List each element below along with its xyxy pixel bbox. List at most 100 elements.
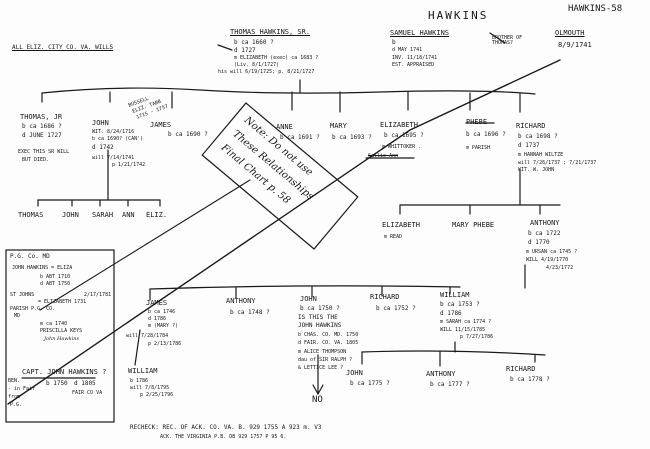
john2-question2: JOHN HAWKINS	[298, 322, 342, 329]
john2-spouse-parent2: & LETTICE LEE ?	[298, 365, 344, 371]
john2-birth: b ca 1750 ?	[300, 305, 340, 312]
no-arrow-head	[312, 384, 324, 396]
anne-birth: b ca 1691 ?	[280, 134, 320, 141]
founder-will: his will 6/19/1725; p. 8/21/1727	[218, 69, 315, 75]
william3-probate: p 2/25/1796	[140, 392, 174, 398]
founder-living: (Liv. 8/1/1727)	[234, 62, 280, 68]
page-reference: HAWKINS-58	[568, 4, 623, 14]
sidebox-line3: d ABT 1750	[40, 281, 71, 287]
john-child-4: ANN	[122, 211, 135, 219]
founder-birth: b ca 1660 ?	[234, 39, 274, 46]
john-child-5: ELIZ.	[146, 211, 168, 219]
diagonal-note-border	[201, 102, 359, 250]
james2-name: JAMES	[146, 299, 168, 307]
john-name: JOHN	[92, 119, 109, 127]
william3-birth: b 1786	[130, 378, 149, 384]
founder-name: THOMAS HAWKINS, SR.	[230, 28, 311, 36]
william2-probate: p 7/27/1786	[460, 334, 494, 340]
samuel-inventory: INV. 11/18/1741	[392, 55, 438, 61]
anthony-birth: b ca 1722	[528, 230, 561, 237]
samuel-relation: BROTHER OF THOMAS?	[492, 35, 523, 46]
diagonal-note-box: Note: Do not use These Relationships Fin…	[199, 100, 360, 252]
william-child-richard: RICHARD	[506, 365, 536, 373]
sidebox-line7: MD	[14, 313, 21, 319]
william-child-john-birth: b ca 1775 ?	[350, 380, 390, 387]
anthony2-name: ANTHONY	[226, 297, 256, 305]
anthony-name: ANTHONY	[530, 219, 560, 227]
william-children-bar	[361, 350, 546, 356]
thomas-jr-note2: BUT DIED.	[22, 157, 50, 163]
william2-death: d 1786	[440, 310, 462, 317]
capt-john-birth: b 1750	[46, 380, 68, 387]
founder-marriage: m ELIZABETH (exec) ca 1683 ?	[234, 55, 319, 61]
john2-spouse-parent: dau of SIR RALPH ?	[298, 357, 353, 363]
sidebox-line10: John Hawkins	[44, 336, 80, 342]
william2-birth: b ca 1753 ?	[440, 301, 480, 308]
john-will: will 7/14/1741	[92, 155, 135, 161]
samuel-arrow	[489, 32, 506, 44]
olmouth-date: 8/9/1741	[558, 41, 592, 49]
elizabeth-struck-name: Sallie Ann	[368, 153, 399, 159]
footer-line2: ACK. THE VIRGINIA P.B. DB 929 1757 P 95 …	[160, 434, 287, 440]
samuel-death: d MAY 1741	[392, 47, 423, 53]
source-note: ALL ELIZ. CITY CO. VA. WILLS	[12, 44, 114, 51]
anthony-will: WILL 4/19/1770	[526, 257, 569, 263]
anne-name: ANNE	[276, 123, 293, 131]
william2-marriage: m SARAH ca 1774 ?	[440, 319, 492, 325]
john-birth: b ca 1690? (CAN')	[92, 136, 144, 142]
samuel-birth: b	[392, 39, 396, 46]
william-child-anthony: ANTHONY	[426, 370, 456, 378]
samuel-estate: EST. APPRAISED	[392, 62, 435, 68]
phebe-name: PHEBE	[466, 118, 488, 126]
sidebox-border	[5, 249, 115, 423]
william-child-anthony-birth: b ca 1777 ?	[430, 381, 470, 388]
capt-john-death: d 1805	[74, 380, 96, 387]
james2-marriage: m (MARY ?)	[148, 323, 179, 329]
thomas-jr-name: THOMAS, JR	[20, 113, 63, 121]
capt-left1: BEN.	[8, 378, 21, 384]
samuel-name: SAMUEL HAWKINS	[390, 29, 450, 37]
john-child-2: JOHN	[62, 211, 79, 219]
elizabeth-marriage: m WHITTOKER .	[382, 144, 422, 150]
elizabeth-birth: b ca 1695 ?	[384, 132, 424, 139]
john2-answer: NO	[312, 395, 323, 405]
mary-name: MARY	[330, 122, 347, 130]
james2-will: will 7/28/1784	[126, 333, 169, 339]
sidebox-line11: 2/17/1781	[84, 292, 112, 298]
richard-name: RICHARD	[516, 122, 546, 130]
john2-question: IS THIS THE	[298, 314, 338, 321]
james2-probate: p 2/13/1786	[148, 341, 182, 347]
founder-death: d 1727	[234, 47, 256, 54]
richard-child-elizabeth: ELIZABETH	[382, 221, 420, 229]
william3-name: WILLIAM	[128, 367, 158, 375]
john-child-1: THOMAS	[18, 211, 44, 219]
james2-birth: b ca 1746	[148, 309, 176, 315]
anthony-death: d 1770	[528, 239, 550, 246]
anthony2-birth: b ca 1748 ?	[230, 309, 270, 316]
olmouth-name: OLMOUTH	[555, 29, 585, 37]
diagonal-strike-short	[39, 179, 251, 311]
john-witness: WIT. 8/24/1716	[92, 129, 135, 135]
thomas-jr-birth: b ca 1686 ?	[22, 123, 62, 130]
william2-name: WILLIAM	[440, 291, 470, 299]
john-death: d 1742	[92, 144, 114, 151]
sidebox-title: P.G. Co. MD	[10, 253, 50, 260]
anthony-marriage: m URSAN ca 1745 ?	[526, 249, 578, 255]
sidebox-line8: m ca 1740	[40, 321, 68, 327]
thomas-jr-note1: EXEC THIS SR WILL	[18, 149, 70, 155]
elizabeth-name: ELIZABETH	[380, 121, 418, 129]
john-child-3: SARAH	[92, 211, 114, 219]
capt-john-place: FAIR CO VA	[72, 390, 103, 396]
gen2-bar	[41, 87, 536, 95]
james-birth: b ca 1690 ?	[168, 131, 208, 138]
richard2-name: RICHARD	[370, 293, 400, 301]
chart-title: HAWKINS	[428, 9, 489, 22]
capt-left3: from	[8, 394, 21, 400]
phebe-marriage: m PARISH	[466, 145, 491, 151]
john2-name: JOHN	[300, 295, 317, 303]
richard-child-mary-phebe: MARY PHEBE	[452, 221, 495, 229]
founder-arrow	[217, 44, 233, 51]
phebe-birth: b ca 1696 ?	[466, 131, 506, 138]
john2-birthplace: b CHAS. CO. MD. 1750	[298, 332, 359, 338]
